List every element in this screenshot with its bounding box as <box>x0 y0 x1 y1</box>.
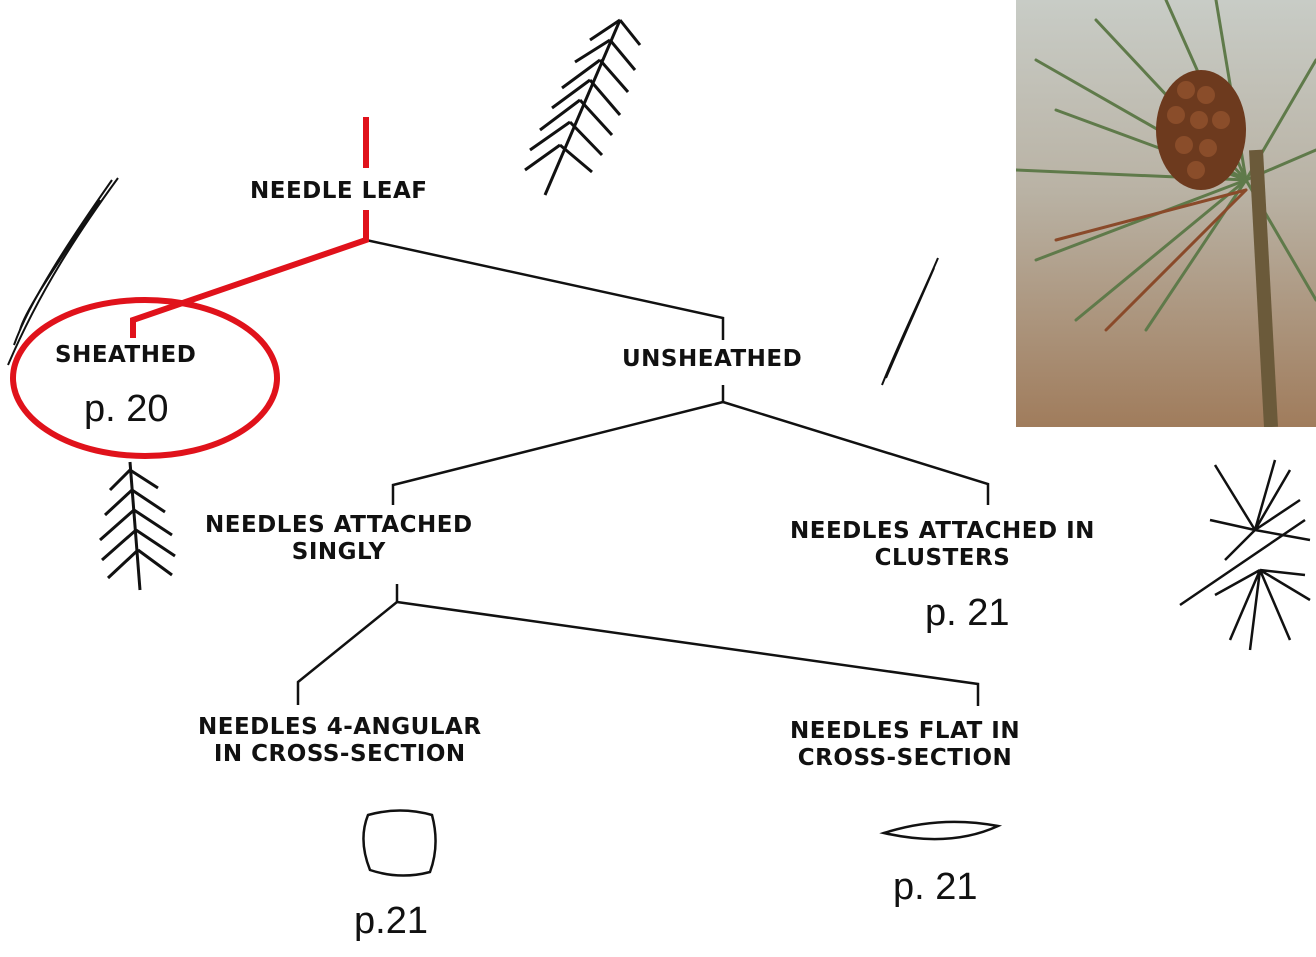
node-sheathed: SHEATHED <box>55 342 196 369</box>
sheathed-needle-sketch <box>8 178 118 365</box>
node-needles-flat: NEEDLES FLAT IN CROSS-SECTION <box>790 718 1020 772</box>
square-cross-section <box>363 811 435 876</box>
page-ref-sheathed: p. 20 <box>84 388 169 431</box>
edge-root-unsheathed <box>366 240 723 340</box>
twig-top-sketch <box>525 20 640 195</box>
node-needles-attached-in-clusters: NEEDLES ATTACHED IN CLUSTERS <box>790 518 1095 572</box>
twig-left-sketch <box>100 462 175 590</box>
edge-singly-angular <box>298 602 397 705</box>
unsheathed-needle-sketch <box>882 258 938 385</box>
edge-singly-flat <box>397 602 978 706</box>
sheathed-highlight-circle <box>13 300 277 456</box>
edge-unsheathed-clusters <box>723 402 988 505</box>
node-needles-4-angular: NEEDLES 4-ANGULAR IN CROSS-SECTION <box>198 714 482 768</box>
page-ref-flat: p. 21 <box>893 866 978 909</box>
page-ref-clusters: p. 21 <box>925 592 1010 635</box>
highlight-root-sheathed <box>133 210 366 338</box>
node-unsheathed: UNSHEATHED <box>622 346 802 373</box>
flat-cross-section <box>884 822 998 839</box>
pine-branch-photo <box>1016 0 1316 427</box>
page-ref-angular: p.21 <box>354 900 428 943</box>
cluster-sketch <box>1180 460 1310 650</box>
node-needles-attached-singly: NEEDLES ATTACHED SINGLY <box>205 512 473 566</box>
edge-unsheathed-singly <box>393 402 723 505</box>
branch-lines <box>298 240 988 706</box>
highlight-path <box>133 117 366 338</box>
node-needle-leaf: NEEDLE LEAF <box>250 178 428 205</box>
pine-branch-illustration <box>1016 0 1316 427</box>
